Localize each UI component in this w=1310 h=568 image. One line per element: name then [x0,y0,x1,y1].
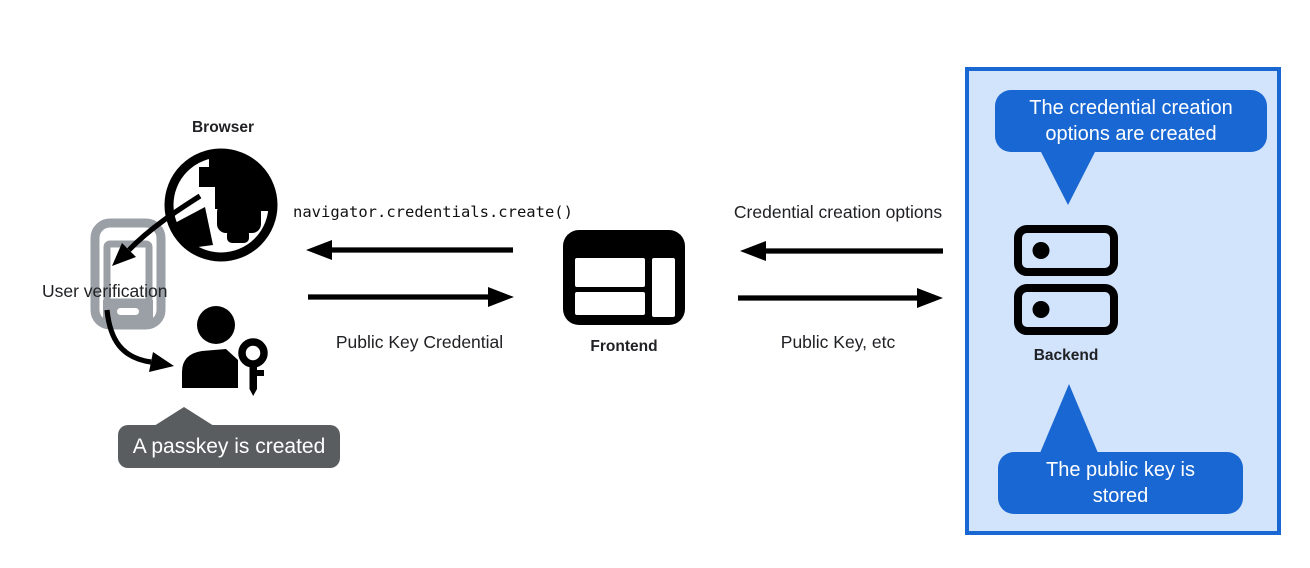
globe-icon [164,148,278,262]
frontend-title: Frontend [590,338,658,355]
server-icon [1014,225,1118,335]
arrow-create-call [306,240,513,260]
credential-creation-options-label: Credential creation options [733,202,943,222]
person-key-icon [182,306,268,396]
public-key-etc-label: Public Key, etc [780,332,896,352]
backend-title: Backend [1033,347,1099,364]
publickey-stored-callout-pointer [1040,384,1098,453]
options-created-callout-pointer [1040,150,1096,205]
browser-title: Browser [191,119,255,136]
passkey-tooltip: A passkey is created [118,425,340,468]
user-verification-label: User verification [42,281,168,301]
public-key-credential-label: Public Key Credential [335,332,504,352]
publickey-stored-callout: The public key is stored [998,452,1243,514]
arrow-public-key-etc [738,288,943,308]
passkey-tooltip-pointer [154,407,214,426]
options-created-callout: The credential creation options are crea… [995,90,1267,152]
browser-window-icon [563,230,685,325]
smartphone-icon [90,218,166,330]
credentials-create-label: navigator.credentials.create() [293,203,573,221]
arrow-public-key-credential [308,287,514,307]
arrow-credential-creation-options [740,241,943,261]
